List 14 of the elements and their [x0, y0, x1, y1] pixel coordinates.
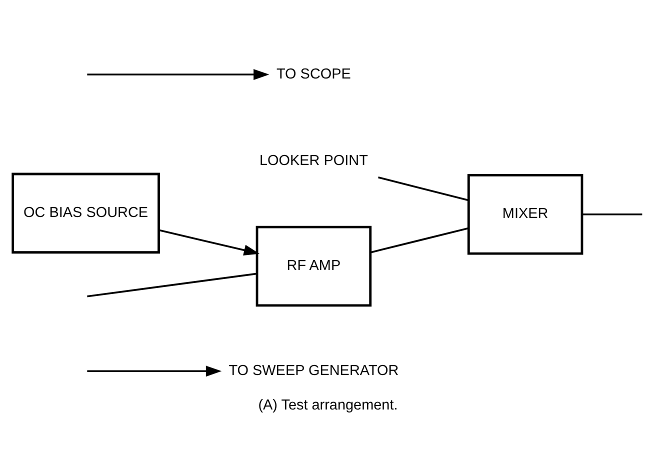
connector — [370, 226, 469, 253]
connector — [87, 272, 257, 297]
arrow — [87, 68, 270, 80]
node-text: LOOKER POINT — [259, 152, 368, 169]
node-box: OC BIAS SOURCE — [12, 172, 160, 254]
arrow — [87, 365, 222, 376]
connector — [378, 176, 469, 201]
arrow — [158, 228, 260, 256]
caption: (A) Test arrangement. — [258, 396, 398, 413]
node-box: RF AMP — [256, 225, 372, 306]
node-box: MIXER — [467, 174, 584, 254]
connector — [582, 213, 642, 215]
node-text: TO SWEEP GENERATOR — [228, 362, 399, 378]
node-text: TO SCOPE — [276, 66, 351, 82]
